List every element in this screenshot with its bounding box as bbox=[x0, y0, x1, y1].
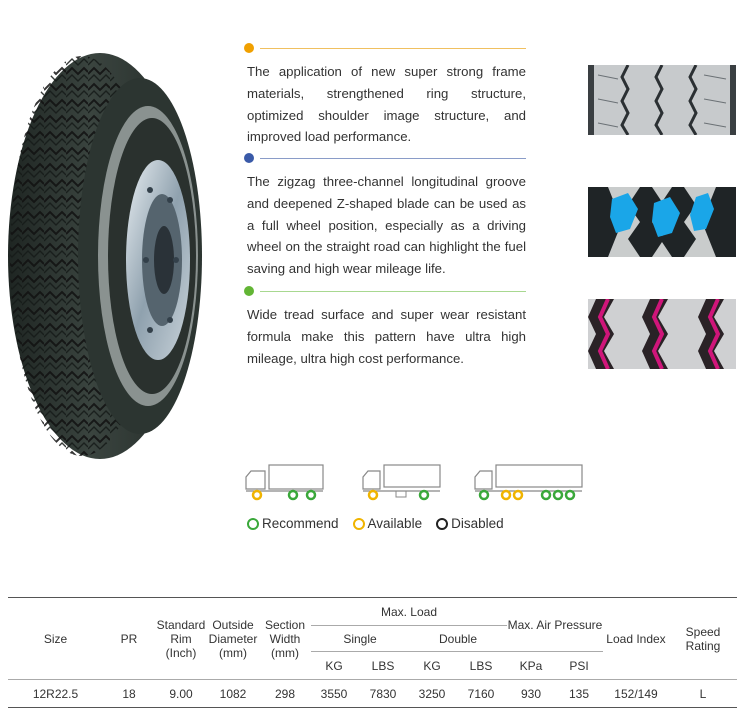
header-load-index: Load Index bbox=[603, 597, 669, 680]
cell-speed-rating: L bbox=[669, 679, 737, 708]
header-size: Size bbox=[8, 597, 103, 680]
header-psi: PSI bbox=[569, 658, 589, 673]
legend-disabled: Disabled bbox=[436, 516, 504, 531]
header-speed-rating: Speed Rating bbox=[669, 597, 737, 680]
table-row: 12R22.5 18 9.00 1082 298 3550 7830 3250 … bbox=[8, 679, 737, 708]
header-single-lbs: LBS bbox=[371, 658, 395, 673]
header-rim: Standard Rim (Inch) bbox=[155, 597, 207, 680]
feature-block-1: The application of new super strong fram… bbox=[244, 43, 526, 148]
legend-label: Available bbox=[367, 516, 423, 531]
legend-recommend: Recommend bbox=[247, 516, 339, 531]
feature-divider bbox=[244, 153, 526, 165]
header-single-kg: KG bbox=[325, 658, 343, 673]
tread-pattern-image-1 bbox=[588, 65, 736, 135]
green-ring-icon bbox=[247, 517, 259, 530]
spec-table: Size PR Standard Rim (Inch) Outside Diam… bbox=[8, 597, 737, 708]
header-single: Single bbox=[311, 625, 409, 652]
cell-rim: 9.00 bbox=[155, 679, 207, 708]
feature-divider bbox=[244, 43, 526, 55]
cell-double-kg: 3250 bbox=[409, 679, 455, 708]
cell-single-lbs: 7830 bbox=[357, 679, 409, 708]
cell-diameter: 1082 bbox=[207, 679, 259, 708]
cell-single-kg: 3550 bbox=[311, 679, 357, 708]
tire-image bbox=[8, 53, 202, 459]
tread-pattern-image-3 bbox=[588, 299, 736, 369]
header-kpa: KPa bbox=[519, 658, 543, 673]
header-pr: PR bbox=[103, 597, 155, 680]
axle-legend: Recommend Available Disabled bbox=[247, 516, 504, 531]
header-max-pressure: Max. Air Pressure bbox=[507, 597, 603, 652]
truck-rigid-icon bbox=[245, 464, 324, 501]
header-double: Double bbox=[409, 625, 507, 652]
feature-text: Wide tread surface and super wear resist… bbox=[247, 307, 526, 366]
yellow-ring-icon bbox=[352, 517, 365, 530]
cell-double-lbs: 7160 bbox=[455, 679, 507, 708]
legend-label: Disabled bbox=[451, 516, 504, 531]
truck-trailer-icon bbox=[474, 464, 583, 501]
cell-kpa: 930 bbox=[507, 679, 555, 708]
cell-load-index: 152/149 bbox=[603, 679, 669, 708]
header-double-lbs: LBS bbox=[469, 658, 493, 673]
cell-psi: 135 bbox=[555, 679, 603, 708]
legend-label: Recommend bbox=[262, 516, 339, 531]
cell-pr: 18 bbox=[103, 679, 155, 708]
black-ring-icon bbox=[436, 517, 449, 530]
feature-block-3: Wide tread surface and super wear resist… bbox=[244, 286, 526, 369]
header-max-load: Max. Load bbox=[311, 597, 507, 626]
header-diameter: Outside Diameter (mm) bbox=[207, 597, 259, 680]
cell-width: 298 bbox=[259, 679, 311, 708]
header-width: Section Width (mm) bbox=[259, 597, 311, 680]
feature-block-2: The zigzag three-channel longitudinal gr… bbox=[244, 153, 526, 280]
bullet-dot-icon bbox=[244, 153, 254, 163]
truck-semi-icon bbox=[362, 464, 441, 501]
header-double-kg: KG bbox=[423, 658, 441, 673]
bullet-dot-icon bbox=[244, 43, 254, 53]
feature-text: The application of new super strong fram… bbox=[247, 64, 526, 145]
feature-divider bbox=[244, 286, 526, 298]
cell-size: 12R22.5 bbox=[8, 679, 103, 708]
tread-pattern-image-2 bbox=[588, 187, 736, 257]
legend-available: Available bbox=[352, 516, 423, 531]
feature-text: The zigzag three-channel longitudinal gr… bbox=[247, 174, 526, 277]
bullet-dot-icon bbox=[244, 286, 254, 296]
